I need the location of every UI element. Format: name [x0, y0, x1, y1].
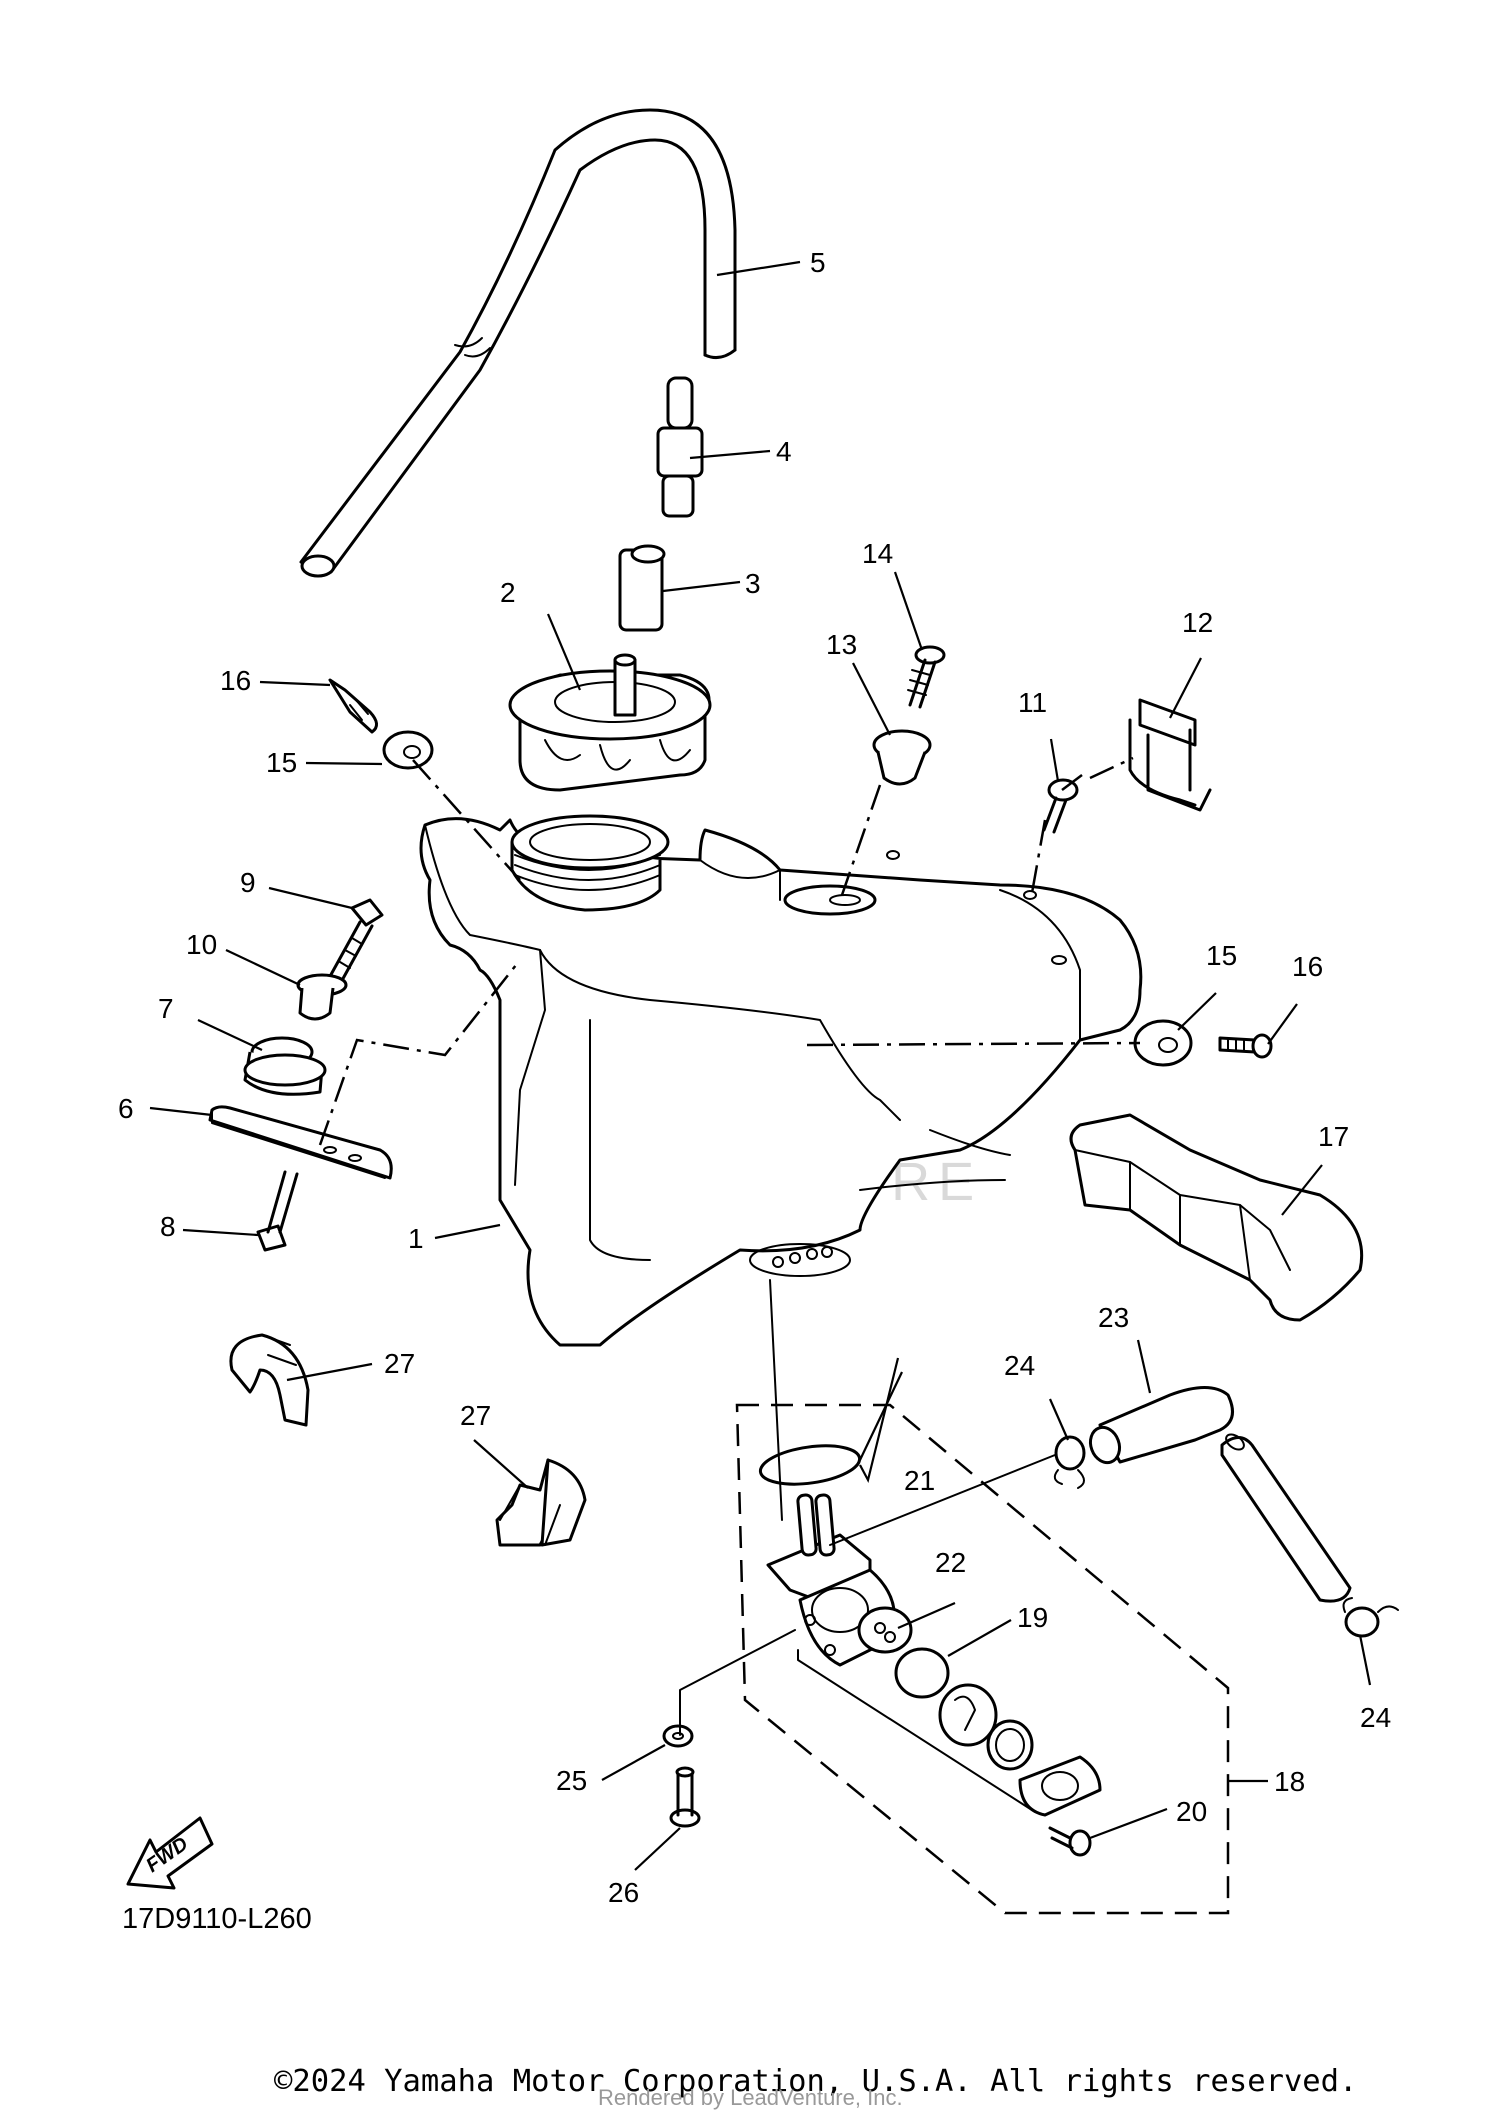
callout-22: 22 [935, 1547, 966, 1578]
part-21-gasket [758, 1444, 862, 1486]
callout-6: 6 [118, 1093, 134, 1124]
part-18-kit-boundary [735, 1403, 1230, 1915]
callout-25: 25 [556, 1765, 587, 1796]
part-17-damper [1069, 1113, 1364, 1322]
callout-27-center: 27 [460, 1400, 491, 1431]
callout-24-bottom: 24 [1360, 1702, 1391, 1733]
callout-27-right: 27 [384, 1348, 415, 1379]
part-5-vent-hose [299, 108, 737, 578]
callout-21: 21 [904, 1465, 935, 1496]
part-9-bolt [326, 898, 384, 986]
callout-3: 3 [745, 568, 761, 599]
part-23-hose [1088, 1386, 1234, 1465]
callout-2: 2 [500, 577, 516, 608]
callout-1: 1 [408, 1223, 424, 1254]
part-3-hose [618, 544, 666, 632]
fuel-hose [1220, 1433, 1352, 1603]
part-12-clip [1128, 698, 1212, 812]
callout-20: 20 [1176, 1796, 1207, 1827]
part-16-screw-right [1218, 1033, 1273, 1059]
part-15-grommet-left [382, 730, 434, 770]
part-27-clip-center [495, 1458, 587, 1547]
part-6-stay [208, 1105, 393, 1180]
callout-8: 8 [160, 1211, 176, 1242]
part-4-joint [656, 376, 704, 518]
diagram-code: 17D9110-L260 [122, 1903, 312, 1935]
part-11-screw [1042, 778, 1079, 834]
callout-15-left: 15 [266, 747, 297, 778]
part-15-grommet-right [1133, 1019, 1193, 1067]
alignment-lines [318, 756, 1141, 1813]
part-26-screw [669, 1766, 701, 1828]
callout-18: 18 [1274, 1766, 1305, 1797]
callout-24-top: 24 [1004, 1350, 1035, 1381]
callout-4: 4 [776, 436, 792, 467]
leader-lines [149, 260, 1372, 1871]
part-7-damper [243, 1036, 327, 1096]
part-19-o-ring [894, 1647, 950, 1699]
fuel-cock-lever [938, 1683, 1034, 1771]
rendered-by-notice: Rendered by LeadVenture, Inc. [598, 2085, 903, 2110]
callout-11: 11 [1018, 687, 1047, 718]
part-20-screw [1048, 1826, 1092, 1857]
part-8-bolt [256, 1170, 299, 1252]
copyright-notice: ©2024 Yamaha Motor Corporation, U.S.A. A… [274, 2064, 1358, 2099]
part-1-fuel-tank [419, 817, 1143, 1347]
part-27-clip-left [229, 1333, 310, 1427]
callout-15-right: 15 [1206, 940, 1237, 971]
callout-5: 5 [810, 247, 826, 278]
tank-filler-neck [510, 814, 670, 912]
callout-16-right: 16 [1292, 951, 1323, 982]
callout-numbers: 1 2 3 4 5 6 7 8 9 10 11 12 13 14 15 15 1… [118, 247, 1391, 1908]
callout-16-left: 16 [220, 665, 251, 696]
part-13-collar [872, 729, 932, 786]
part-25-washer [662, 1724, 694, 1748]
callout-19: 19 [1017, 1602, 1048, 1633]
part-10-collar [296, 973, 348, 1021]
callout-13: 13 [826, 629, 857, 660]
part-24-clip-bottom [1342, 1597, 1399, 1638]
callout-9: 9 [240, 867, 256, 898]
part-14-screw [907, 645, 946, 709]
callout-14: 14 [862, 538, 893, 569]
part-16-screw-left [328, 678, 378, 734]
callout-12: 12 [1182, 607, 1213, 638]
fuel-cock-plate [1018, 1755, 1102, 1817]
callout-7: 7 [158, 993, 174, 1024]
part-2-fuel-cap [508, 653, 712, 792]
part-22-packing [857, 1606, 913, 1654]
part-24-clip-top [1053, 1435, 1086, 1489]
fwd-arrow-icon: FWD [126, 1816, 214, 1890]
callout-26: 26 [608, 1877, 639, 1908]
callout-10: 10 [186, 929, 217, 960]
callout-23: 23 [1098, 1302, 1129, 1333]
callout-17: 17 [1318, 1121, 1349, 1152]
